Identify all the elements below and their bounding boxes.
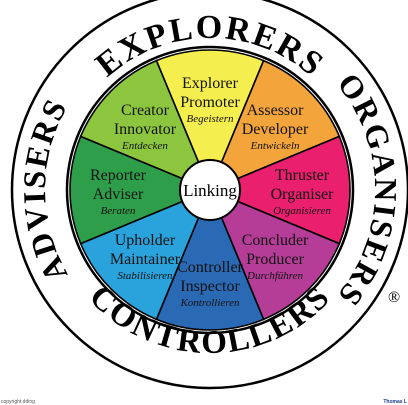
thruster-title-line1: Thruster xyxy=(275,167,330,184)
concluder-title-line1: Concluder xyxy=(242,232,309,249)
controller-title-line1: Controller xyxy=(177,259,243,276)
concluder-title-line2: Producer xyxy=(246,251,304,268)
segment-assessor xyxy=(208,59,341,192)
reporter-title-line1: Reporter xyxy=(90,167,147,184)
registered-mark: ® xyxy=(388,289,400,306)
segment-labels-layer: ExplorerPromoterBegeisternAssessorDevelo… xyxy=(90,75,334,309)
explorer-german-label: Begeistern xyxy=(186,113,234,125)
segment-reporter xyxy=(69,135,213,245)
segment-concluder xyxy=(208,188,341,321)
reporter-title-line2: Adviser xyxy=(93,186,144,203)
segments-layer xyxy=(69,49,351,331)
thruster-german-label: Organisieren xyxy=(273,205,331,217)
upholder-title-line2: Maintainer xyxy=(110,251,181,268)
explorer-title-line2: Promoter xyxy=(180,94,240,111)
center-label: Linking xyxy=(183,181,237,200)
assessor-title-line1: Assessor xyxy=(247,102,305,119)
controller-title-line2: Inspector xyxy=(180,278,240,295)
segment-controller xyxy=(155,187,265,331)
footer-left-text: copyright dding xyxy=(1,399,35,405)
upholder-title-line1: Upholder xyxy=(115,232,176,249)
assessor-title-line2: Developer xyxy=(242,121,309,138)
creator-german-label: Entdecken xyxy=(121,140,168,152)
segment-creator xyxy=(79,59,212,192)
segment-explorer xyxy=(155,49,265,193)
footer-right-text: Thomas L xyxy=(383,399,407,405)
controller-german-label: Kontrollieren xyxy=(179,297,240,309)
segment-upholder xyxy=(79,188,212,321)
wheel-svg: ExplorerPromoterBegeisternAssessorDevelo… xyxy=(10,0,408,390)
creator-title-line2: Innovator xyxy=(114,121,177,138)
concluder-german-label: Durchführen xyxy=(246,270,304,282)
center-hub xyxy=(179,159,241,221)
reporter-german-label: Beraten xyxy=(101,205,136,217)
upholder-german-label: Stabilisieren xyxy=(117,270,173,282)
thruster-title-line2: Organiser xyxy=(271,186,334,203)
explorer-title-line1: Explorer xyxy=(182,75,239,92)
creator-title-line1: Creator xyxy=(121,102,170,119)
assessor-german-label: Entwickeln xyxy=(250,140,300,152)
segment-thruster xyxy=(207,135,351,245)
